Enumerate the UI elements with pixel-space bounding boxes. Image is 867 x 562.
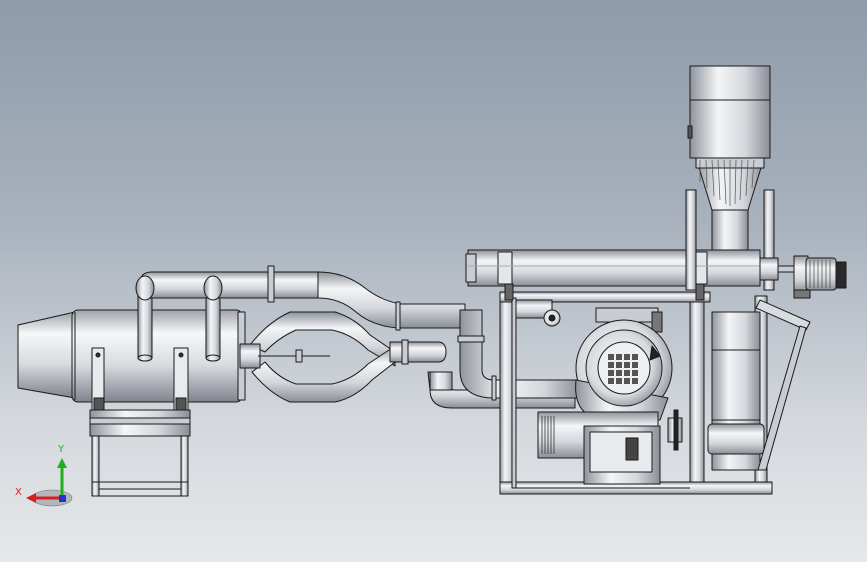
hopper-tower[interactable]	[685, 65, 775, 291]
centrifugal-fan[interactable]	[575, 307, 673, 421]
z-axis-marker	[59, 495, 66, 502]
y-manifold[interactable]	[239, 311, 447, 403]
drive-motor[interactable]	[759, 255, 847, 299]
y-axis-label: Y	[57, 444, 65, 455]
drum-brackets	[91, 347, 189, 411]
dryer-drum-assembly[interactable]	[17, 295, 246, 497]
aux-pump[interactable]	[515, 299, 561, 327]
lower-base	[537, 409, 683, 485]
x-axis-label: X	[15, 487, 22, 498]
drum-inlet-cone	[17, 311, 76, 399]
vertical-casing	[707, 299, 811, 471]
return-air-duct[interactable]	[135, 265, 466, 331]
axis-triad: Y X	[15, 444, 73, 507]
drum-stand	[89, 409, 191, 497]
fan-grille-icon	[608, 354, 638, 384]
